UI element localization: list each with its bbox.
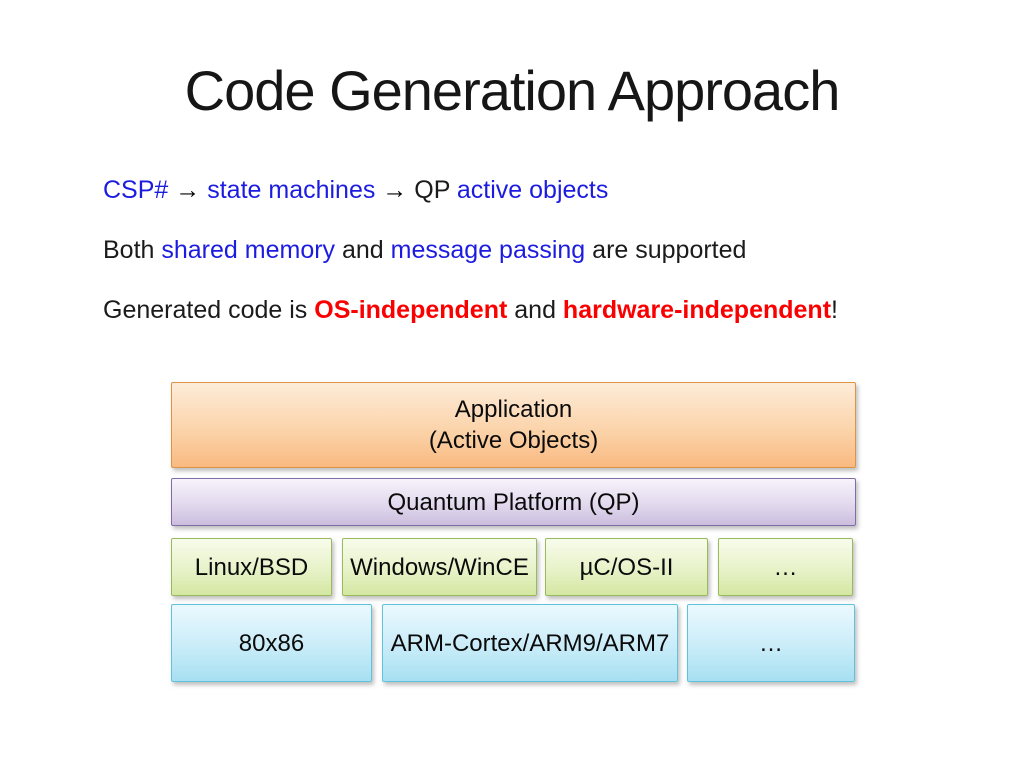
os-box-windows-wince: Windows/WinCE [342,538,537,596]
application-label-line2: (Active Objects) [428,427,599,454]
text-segment: are supported [585,236,747,264]
page-title: Code Generation Approach [184,59,841,122]
arrow-glyph: → [375,176,415,204]
os-box-ellipsis: … [718,538,853,596]
hw-box-ellipsis: … [687,604,855,682]
text-line-memory: Both shared memory and message passing a… [103,234,933,267]
text-segment: QP [414,176,457,204]
text-segment: ! [831,296,838,324]
text-segment: OS-independent [314,296,508,324]
text-segment: state machines [207,176,376,204]
text-segment: Both [103,236,162,264]
text-line-independence: Generated code is OS-independent and har… [103,294,933,327]
arrow-glyph: → [168,176,208,204]
software-stack-diagram: Application (Active Objects) Quantum Pla… [171,382,866,692]
os-label: Windows/WinCE [350,553,529,581]
hw-label: … [759,629,783,657]
application-label-line1: Application [454,396,573,423]
text-segment: Generated code is [103,296,315,324]
layer-quantum-platform: Quantum Platform (QP) [171,478,856,526]
os-box-linux-bsd: Linux/BSD [171,538,332,596]
hw-label: ARM-Cortex/ARM9/ARM7 [390,629,670,657]
os-box-ucos-ii: µC/OS-II [545,538,708,596]
hw-box-arm: ARM-Cortex/ARM9/ARM7 [382,604,678,682]
text-segment: active objects [456,176,609,204]
intro-text-block: CSP# → state machines → QP active object… [103,174,933,354]
text-segment: and [335,236,391,264]
os-label: Linux/BSD [194,553,309,581]
text-line-pipeline: CSP# → state machines → QP active object… [103,174,933,207]
text-segment: message passing [390,236,586,264]
text-segment: hardware-independent [562,296,832,324]
os-label: … [773,553,798,581]
hw-box-80x86: 80x86 [171,604,372,682]
quantum-platform-label: Quantum Platform (QP) [387,488,640,516]
text-segment: shared memory [161,236,336,264]
layer-application: Application (Active Objects) [171,382,856,468]
os-label: µC/OS-II [579,553,674,581]
text-segment: CSP# [103,176,169,204]
text-segment: and [507,296,563,324]
hw-label: 80x86 [238,629,305,657]
